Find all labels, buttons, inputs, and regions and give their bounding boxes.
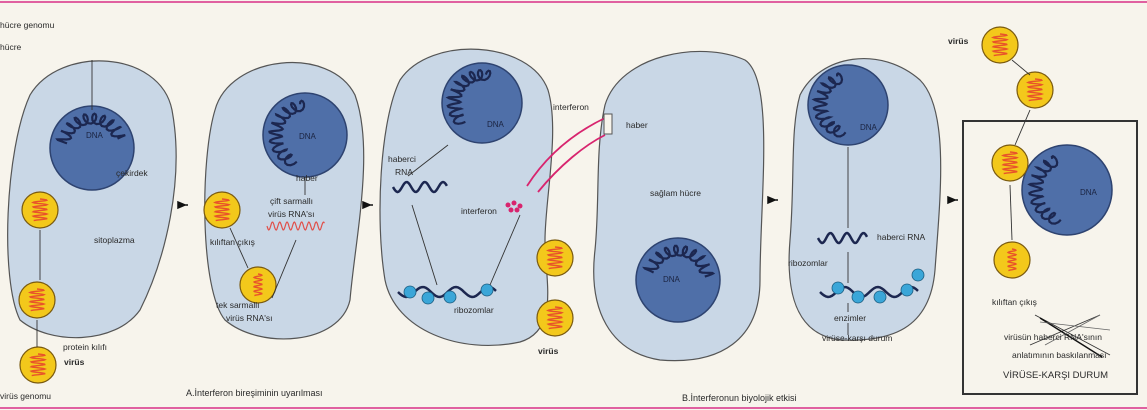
caption-b: B.İnterferonun biyolojik etkisi (682, 393, 797, 403)
step-arrow-3 (767, 195, 778, 205)
ribosome-6 (851, 290, 865, 304)
label-mrna-1: haberci (388, 154, 416, 164)
connector-line-7 (407, 144, 449, 177)
virus-particle-2-genome (28, 288, 46, 312)
connector-line-17 (1034, 314, 1111, 356)
dna-helix-5 (811, 72, 847, 138)
step-arrow-4 (947, 195, 958, 205)
antiviral-state-box (962, 120, 1138, 395)
dna-helix-2 (268, 99, 306, 167)
label-virus-2: virüs (538, 346, 559, 356)
virus-particle-9-genome (1001, 151, 1019, 175)
step-arrow-1 (177, 200, 188, 210)
dna-label-2: DNA (299, 132, 316, 141)
virus-particle-uncoating-1-genome (252, 273, 264, 297)
virus-particle-7-genome (991, 33, 1009, 57)
connector-line-18 (1029, 314, 1101, 346)
label-ss-rna-1: tek sarmallı (216, 300, 260, 310)
label-virus-3: virüs (948, 36, 969, 46)
ribosome-1 (403, 285, 417, 299)
label-suppression-1: virüsün haberci RNA'sının (1004, 332, 1102, 342)
connector-line-8 (411, 204, 438, 286)
dna-label-6: DNA (1080, 188, 1097, 197)
label-host-genome: hücre genomu (0, 20, 55, 30)
label-healthy-cell: sağlam hücre (650, 188, 702, 198)
label-antiviral-state: virüse-karşı durum (822, 333, 893, 343)
dna-label-4: DNA (663, 275, 680, 284)
label-uncoating-2: kılıftan çıkış (992, 297, 1037, 307)
dna-label-3: DNA (487, 120, 504, 129)
connector-line-15 (1014, 109, 1031, 146)
ribosome-5 (831, 281, 845, 295)
interferon-arrow-2 (537, 134, 606, 193)
ribosome-3 (443, 290, 457, 304)
dna-helix-1 (55, 112, 126, 145)
label-virus-1: virüs (64, 357, 85, 367)
virus-particle-1-genome (31, 198, 49, 222)
label-cytoplasm: sitoplazma (94, 235, 135, 245)
connector-line-5 (271, 239, 297, 299)
label-uncoating-1: kılıftan çıkış (210, 237, 255, 247)
label-cell: hücre (0, 42, 22, 52)
dna-helix-6 (1027, 154, 1062, 225)
label-ribosomes-1: ribozomlar (454, 305, 494, 315)
connector-line-14 (1011, 59, 1031, 76)
interferon-molecule-2 (511, 200, 517, 206)
virus-particle-4-genome (213, 198, 231, 222)
label-mrna-2: RNA (395, 167, 413, 177)
dna-helix-4 (642, 244, 716, 278)
virus-particle-3-genome (29, 353, 47, 377)
step-arrow-2 (362, 200, 373, 210)
connector-line-4 (229, 227, 249, 269)
virus-particle-6-genome (546, 306, 564, 330)
label-ds-rna-2: virüs RNA'sı (268, 209, 315, 219)
ribosome-2 (421, 291, 435, 305)
connector-line-9 (489, 214, 521, 286)
ds-viral-rna (266, 221, 325, 231)
dna-helix-3 (445, 69, 492, 125)
interferon-molecule-3 (517, 203, 523, 209)
label-interferon-inside: interferon (461, 206, 497, 216)
caption-a: A.İnterferon bireşiminin uyarılması (186, 388, 323, 398)
interferon-receptor (603, 113, 613, 135)
interferon-arrow-1 (526, 117, 606, 187)
virus-particle-5-genome (546, 246, 564, 270)
mrna-strand-2 (816, 231, 869, 245)
block-cross-2 (1039, 321, 1111, 331)
connector-line-16 (1009, 184, 1013, 241)
label-messenger-2: haber (626, 120, 648, 130)
label-virus-genome: virüs genomu (0, 391, 52, 401)
label-ss-rna-2: virüs RNA'sı (226, 313, 273, 323)
label-ribosomes-2: ribozomlar (788, 258, 828, 268)
dna-label-5: DNA (860, 123, 877, 132)
dna-label-1: DNA (86, 131, 103, 140)
virus-particle-8-genome (1026, 78, 1044, 102)
label-interferon-outside: interferon (553, 102, 589, 112)
label-ds-rna-1: çift sarmallı (270, 196, 313, 206)
block-cross-1 (1044, 314, 1101, 346)
cell-1 (7, 60, 177, 339)
ribosome-8 (900, 283, 914, 297)
label-nucleus: çekirdek (116, 168, 148, 178)
label-protein-coat: protein kılıfı (63, 342, 107, 352)
label-messenger-1: haber (296, 173, 318, 183)
virus-particle-uncoating-2-genome (1006, 248, 1018, 272)
interferon-molecule-5 (514, 207, 520, 213)
ribosome-9 (911, 268, 925, 282)
label-suppression-2: anlatımının baskılanması (1012, 350, 1107, 360)
label-mrna: haberci RNA (877, 232, 926, 242)
interferon-molecule-1 (505, 202, 511, 208)
label-enzymes: enzimler (834, 313, 867, 323)
interferon-molecule-4 (508, 207, 514, 213)
label-antiviral-state-caps: VİRÜSE-KARŞI DURUM (1003, 370, 1109, 381)
blocked-arrow (1039, 317, 1103, 358)
mrna-strand-1 (391, 180, 448, 194)
ribosome-7 (873, 290, 887, 304)
ribosome-4 (480, 283, 494, 297)
